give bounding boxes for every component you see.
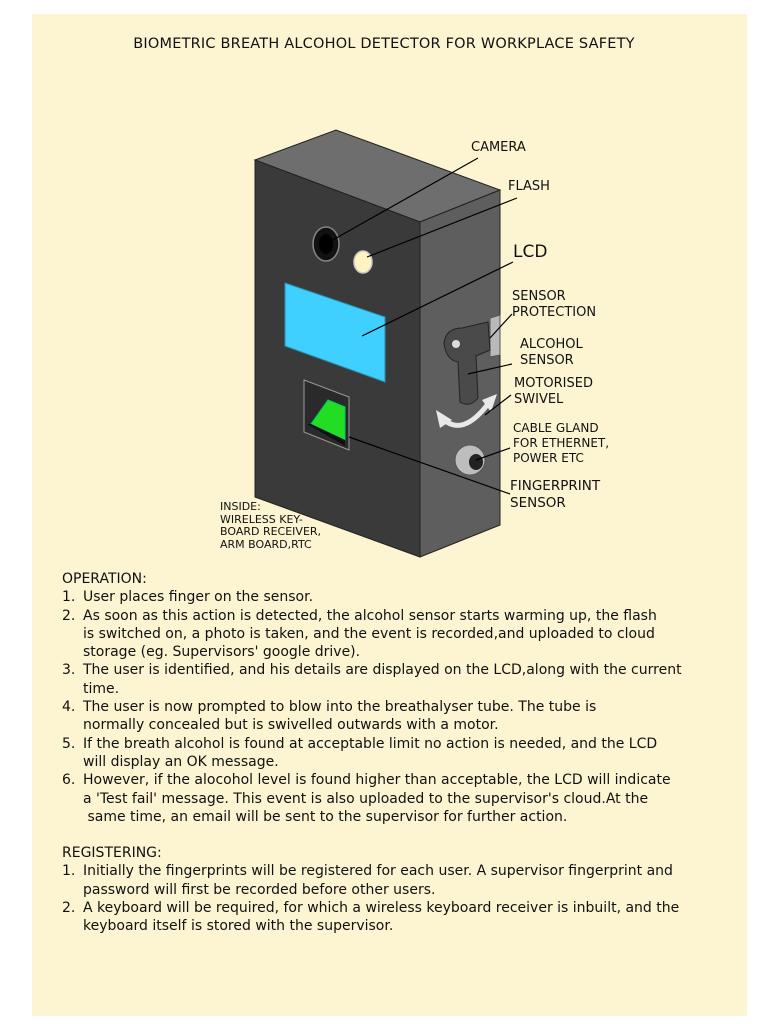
list-item: 4.The user is now prompted to blow into …	[62, 699, 597, 734]
list-item: 1.Initially the fingerprints will be reg…	[62, 863, 673, 898]
registering-list: 1.Initially the fingerprints will be reg…	[62, 862, 762, 935]
list-item: 2.A keyboard will be required, for which…	[62, 899, 680, 935]
operation-list: 1.User places finger on the sensor. 2.As…	[62, 588, 762, 826]
label-inside: INSIDE:WIRELESS KEY-BOARD RECEIVER,ARM B…	[220, 500, 322, 551]
list-item: 1.User places finger on the sensor.	[62, 589, 314, 606]
label-lcd: LCD	[513, 242, 548, 262]
list-item: 2.As soon as this action is detected, th…	[62, 607, 657, 661]
registering-heading: REGISTERING:	[62, 845, 162, 861]
label-flash: FLASH	[508, 179, 550, 194]
fingerprint-pad	[310, 399, 346, 441]
label-camera: CAMERA	[471, 140, 526, 155]
lcd-screen	[284, 282, 386, 383]
list-item: 5.If the breath alcohol is found at acce…	[62, 735, 658, 770]
operation-heading: OPERATION:	[62, 571, 147, 587]
flash-light	[353, 250, 373, 274]
list-item: 3.The user is identified, and his detail…	[62, 662, 682, 697]
list-item: 6.However, if the alocohol level is foun…	[62, 772, 671, 825]
poster-title: BIOMETRIC BREATH ALCOHOL DETECTOR FOR WO…	[133, 36, 635, 52]
device-diagram	[253, 129, 518, 558]
operation-section: OPERATION: 1.User places finger on the s…	[62, 570, 762, 826]
registering-section: REGISTERING: 1.Initially the fingerprint…	[62, 844, 762, 935]
